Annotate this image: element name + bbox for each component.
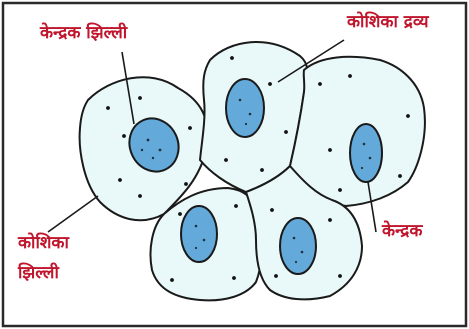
chromatin-dot	[195, 247, 197, 249]
chromatin-dot	[245, 123, 247, 125]
chromatin-dot	[141, 149, 143, 151]
cytoplasm-dot	[230, 56, 234, 60]
nucleus-bottom-right	[280, 218, 316, 274]
chromatin-dot	[293, 237, 296, 240]
cytoplasm-dot	[398, 174, 402, 178]
cytoplasm-dot	[260, 168, 264, 172]
cytoplasm-dot	[268, 82, 272, 86]
nucleus-top-center	[226, 79, 264, 137]
chromatin-dot	[249, 113, 252, 116]
cytoplasm-dot	[138, 194, 142, 198]
label-cell-membrane-line2: झिल्ली	[18, 258, 98, 288]
cytoplasm-dot	[170, 278, 174, 282]
cytoplasm-dot	[178, 212, 182, 216]
chromatin-dot	[239, 99, 242, 102]
cytoplasm-dot	[406, 114, 410, 118]
cytoplasm-dot	[234, 204, 238, 208]
chromatin-dot	[147, 139, 150, 142]
cytoplasm-dot	[328, 218, 332, 222]
cytoplasm-dot	[318, 82, 322, 86]
chromatin-dot	[369, 157, 372, 160]
nucleus-right	[350, 124, 382, 182]
chromatin-dot	[361, 167, 363, 169]
cytoplasm-dot	[188, 126, 192, 130]
cytoplasm-dot	[138, 96, 142, 100]
label-nucleus: केन्द्रक	[382, 222, 422, 242]
cytoplasm-dot	[284, 130, 288, 134]
chromatin-dot	[301, 251, 304, 254]
cytoplasm-dot	[270, 208, 274, 212]
label-cell-membrane: कोशिका झिल्ली	[18, 228, 98, 288]
cytoplasm-dot	[122, 134, 126, 138]
label-cytoplasm: कोशिका द्रव्य	[347, 13, 429, 33]
cytoplasm-dot	[274, 274, 278, 278]
cytoplasm-dot	[338, 274, 342, 278]
cytoplasm-dot	[118, 178, 122, 182]
label-cell-membrane-line1: कोशिका	[18, 228, 98, 258]
cytoplasm-dot	[348, 74, 352, 78]
chromatin-dot	[159, 149, 162, 152]
cytoplasm-dot	[328, 148, 332, 152]
cytoplasm-dot	[224, 158, 228, 162]
label-nuclear-membrane: केन्द्रक झिल्ली	[40, 24, 127, 44]
cytoplasm-dot	[106, 106, 110, 110]
cytoplasm-dot	[338, 188, 342, 192]
chromatin-dot	[363, 143, 366, 146]
chromatin-dot	[152, 157, 154, 159]
nucleus-bottom-left	[181, 206, 217, 262]
cytoplasm-dot	[232, 276, 236, 280]
chromatin-dot	[295, 261, 297, 263]
chromatin-dot	[203, 239, 206, 242]
cytoplasm-dot	[184, 182, 188, 186]
chromatin-dot	[195, 225, 198, 228]
